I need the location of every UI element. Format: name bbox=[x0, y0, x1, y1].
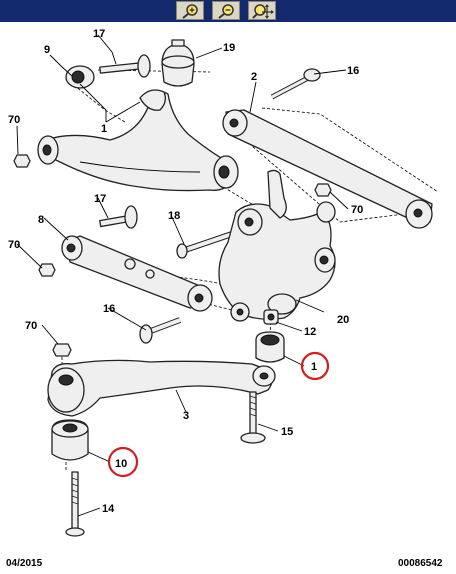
callout-3: 3 bbox=[183, 410, 189, 422]
part-bolt-15 bbox=[240, 391, 266, 444]
callout-16-mid: 16 bbox=[103, 303, 115, 315]
callout-16-top: 16 bbox=[347, 65, 359, 77]
callout-70-b: 70 bbox=[8, 239, 20, 251]
callout-8: 8 bbox=[38, 214, 44, 226]
part-bush-1-lower bbox=[255, 331, 285, 363]
callout-70-d: 70 bbox=[25, 320, 37, 332]
callout-1-lower: 1 bbox=[311, 361, 317, 373]
callout-15: 15 bbox=[281, 426, 293, 438]
part-bush-12 bbox=[263, 309, 279, 325]
part-nut-70-c bbox=[314, 183, 332, 197]
callout-2: 2 bbox=[251, 71, 257, 83]
callout-17-mid: 17 bbox=[94, 193, 106, 205]
part-nut-70-d bbox=[52, 343, 72, 357]
magnifier-pan-icon bbox=[252, 4, 274, 19]
part-bolt-14 bbox=[65, 471, 85, 537]
leader-lines bbox=[16, 34, 349, 517]
callout-10: 10 bbox=[115, 458, 127, 470]
highlight-circle-10 bbox=[107, 446, 139, 478]
callout-labels: 9 17 19 16 2 1 70 17 8 18 70 70 16 20 70… bbox=[8, 28, 363, 515]
callout-14: 14 bbox=[102, 503, 115, 515]
part-bush-9 bbox=[65, 65, 95, 89]
callout-70-c: 70 bbox=[351, 204, 363, 216]
zoom-out-button[interactable] bbox=[212, 1, 240, 20]
callout-12: 12 bbox=[304, 326, 316, 338]
part-bolt-16-top bbox=[270, 68, 321, 100]
part-bolt-17-mid bbox=[99, 205, 138, 229]
highlight-circles bbox=[107, 351, 330, 478]
callout-19: 19 bbox=[223, 42, 235, 54]
callout-17-top: 17 bbox=[93, 28, 105, 40]
callout-20: 20 bbox=[337, 314, 349, 326]
footer-date: 04/2015 bbox=[6, 558, 43, 569]
part-mount-19 bbox=[161, 39, 195, 87]
magnifier-minus-icon bbox=[218, 4, 234, 19]
callout-9: 9 bbox=[44, 44, 50, 56]
part-bolt-17-top bbox=[99, 54, 151, 78]
part-link-arm-2 bbox=[222, 109, 433, 229]
part-toe-link-8 bbox=[61, 235, 213, 312]
highlight-circle-1 bbox=[300, 351, 330, 381]
callout-18: 18 bbox=[168, 210, 180, 222]
part-bolt-16-mid bbox=[139, 317, 182, 344]
part-bolt-18 bbox=[176, 231, 233, 259]
part-nut-70-b bbox=[38, 263, 56, 277]
magnifier-plus-icon bbox=[182, 4, 198, 19]
zoom-pan-button[interactable] bbox=[248, 1, 276, 20]
part-nut-70-a bbox=[13, 154, 31, 168]
callout-70-a: 70 bbox=[8, 114, 20, 126]
part-lower-arm-3 bbox=[47, 359, 276, 417]
suspension-exploded-diagram: .part { fill:#efefef; stroke:#222; strok… bbox=[8, 28, 439, 537]
part-knuckle-20 bbox=[218, 169, 336, 322]
callout-1-upper: 1 bbox=[101, 123, 107, 135]
part-bush-10 bbox=[51, 419, 89, 461]
viewer-toolbar bbox=[0, 0, 456, 22]
part-upper-arm-1 bbox=[37, 89, 239, 192]
footer-code: 00086542 bbox=[398, 558, 443, 569]
zoom-in-button[interactable] bbox=[176, 1, 204, 20]
